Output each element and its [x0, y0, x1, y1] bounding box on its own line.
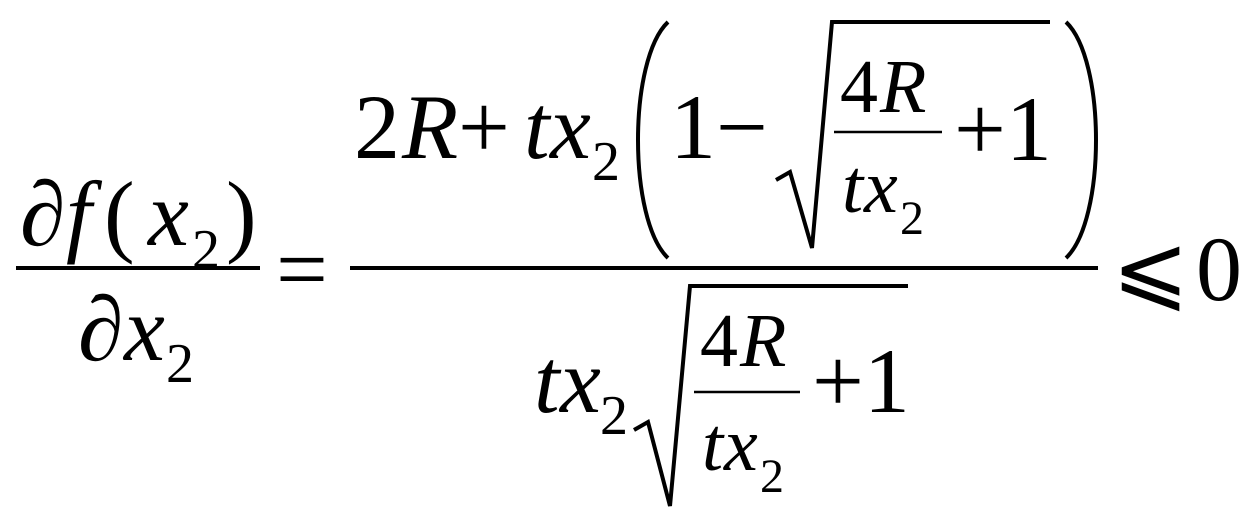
- denominator-x-subscript: 2: [600, 385, 628, 447]
- partial-symbol-top: ∂: [20, 163, 65, 265]
- denominator-t: t: [534, 330, 562, 432]
- inner-frac-den-t: t: [842, 145, 865, 229]
- equals-sign: =: [276, 218, 328, 320]
- denominator-plus-one: +1: [812, 330, 910, 432]
- inner-frac-den-x: x: [863, 145, 898, 229]
- numerator: 2 R + t x 2 1 − 4 R t x 2 +1: [354, 20, 1098, 260]
- numerator-sqrt-sign: [775, 20, 1050, 249]
- denominator-variable-subscript: 2: [166, 333, 194, 395]
- partial-symbol-bottom: ∂: [78, 278, 123, 380]
- denominator: t x 2 4 R t x 2 +1: [534, 284, 910, 507]
- variable-x: x: [146, 163, 189, 265]
- function-f: f: [66, 163, 103, 265]
- numerator-one: 1: [670, 76, 716, 178]
- numerator-x: x: [548, 76, 591, 178]
- inner-frac-num-R: R: [879, 45, 926, 129]
- lhs-fraction: ∂ f ( x 2 ) ∂ x 2: [16, 163, 260, 395]
- zero-value: 0: [1196, 218, 1242, 320]
- numerator-coefficient-2: 2: [354, 76, 400, 178]
- left-paren: (: [104, 163, 135, 265]
- denom-frac-num-R: R: [739, 299, 786, 383]
- numerator-plus: +: [458, 76, 510, 178]
- less-equal-sign: ⩽: [1112, 218, 1189, 320]
- numerator-R: R: [401, 76, 458, 178]
- inner-frac-num-4: 4: [840, 45, 878, 129]
- numerator-minus: −: [716, 76, 768, 178]
- denom-frac-den-subscript: 2: [760, 450, 784, 503]
- denom-frac-num-4: 4: [700, 299, 738, 383]
- numerator-plus-one: +1: [954, 78, 1052, 180]
- denom-frac-den-x: x: [723, 403, 758, 487]
- denom-frac-den-t: t: [702, 403, 725, 487]
- right-paren: ): [226, 163, 257, 265]
- variable-x-subscript: 2: [192, 219, 220, 281]
- numerator-x-subscript: 2: [592, 131, 620, 193]
- inner-frac-den-subscript: 2: [900, 192, 924, 245]
- big-right-paren: [1064, 20, 1098, 260]
- denominator-sqrt-sign: [633, 284, 908, 507]
- big-left-paren: [636, 20, 670, 260]
- denominator-variable-x: x: [122, 278, 165, 380]
- denominator-x: x: [558, 330, 601, 432]
- numerator-t: t: [524, 76, 552, 178]
